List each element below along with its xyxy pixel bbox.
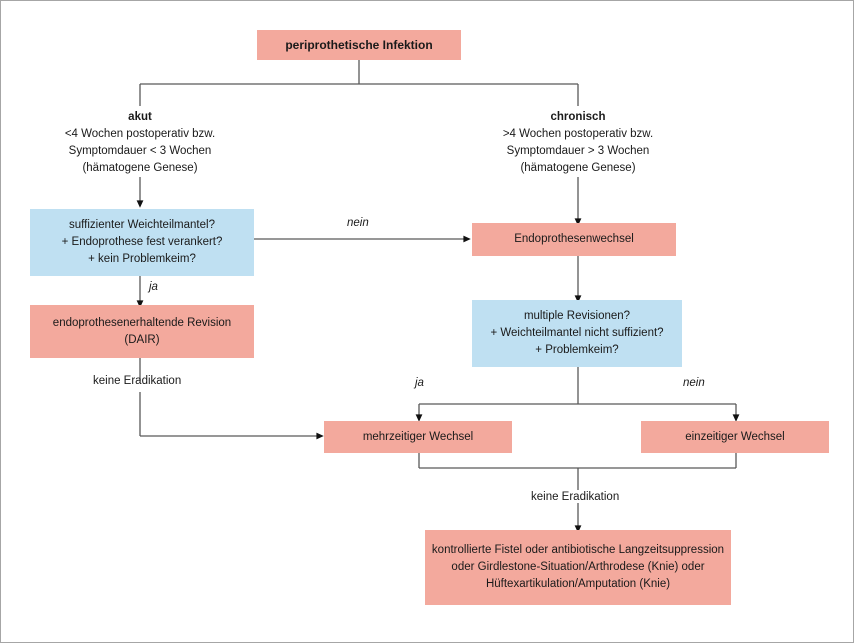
decision-right-line2: + Weichteilmantel nicht suffizient? [490, 327, 664, 339]
edge-label-no-eradication-left: keine Eradikation [93, 375, 182, 387]
node-multi-stage-exchange: mehrzeitiger Wechsel [324, 421, 512, 453]
node-periprosthetic-infection: periprothetische Infektion [257, 30, 461, 60]
node-acute-line3: (hämatogene Genese) [82, 162, 198, 174]
node-label: mehrzeitiger Wechsel [362, 430, 474, 443]
edge-label-ja-to-multistage: ja [415, 377, 424, 389]
node-label: einzeitiger Wechsel [685, 430, 785, 443]
salvage-line3: Hüftexartikulation/Amputation (Knie) [485, 578, 671, 590]
node-chronic: chronisch >4 Wochen postoperativ bzw. Sy… [478, 109, 678, 177]
edge-label-ja-to-dair: ja [149, 281, 158, 293]
salvage-line2: oder Girdlestone-Situation/Arthrodese (K… [451, 561, 705, 573]
edge-label-no-eradication-bottom: keine Eradikation [531, 491, 620, 503]
node-acute: akut <4 Wochen postoperativ bzw. Symptom… [40, 109, 240, 177]
node-chronic-title: chronisch [550, 111, 606, 123]
node-acute-line1: <4 Wochen postoperativ bzw. [64, 128, 216, 140]
node-label: periprothetische Infektion [285, 37, 433, 52]
node-dair: endoprothesenerhaltende Revision (DAIR) [30, 305, 254, 358]
node-decision-soft-tissue: suffizienter Weichteilmantel? + Endoprot… [30, 209, 254, 276]
node-chronic-line3: (hämatogene Genese) [520, 162, 636, 174]
decision-right-line1: multiple Revisionen? [523, 310, 631, 322]
edge-label-nein-to-exchange: nein [347, 217, 369, 229]
node-single-stage-exchange: einzeitiger Wechsel [641, 421, 829, 453]
node-chronic-line1: >4 Wochen postoperativ bzw. [502, 128, 654, 140]
node-chronic-line2: Symptomdauer > 3 Wochen [506, 145, 650, 157]
node-label: Endoprothesenwechsel [514, 233, 634, 245]
node-decision-multiple-revisions: multiple Revisionen? + Weichteilmantel n… [472, 300, 682, 367]
node-decision-multiple-revisions-text: multiple Revisionen? + Weichteilmantel n… [478, 308, 676, 359]
node-label: endoprothesenerhaltende Revision (DAIR) [52, 316, 232, 346]
node-decision-soft-tissue-text: suffizienter Weichteilmantel? + Endoprot… [36, 217, 248, 268]
salvage-line1: kontrollierte Fistel oder antibiotische … [431, 544, 725, 556]
decision-left-line1: suffizienter Weichteilmantel? [69, 219, 215, 231]
edge-label-nein-to-singlestage: nein [683, 377, 705, 389]
decision-right-line3: + Problemkeim? [535, 344, 619, 356]
node-salvage-options: kontrollierte Fistel oder antibiotische … [425, 530, 731, 605]
node-acute-line2: Symptomdauer < 3 Wochen [68, 145, 212, 157]
decision-left-line3: + kein Problemkeim? [88, 253, 196, 265]
node-prosthesis-exchange: Endoprothesenwechsel [472, 223, 676, 256]
node-acute-title: akut [128, 111, 152, 123]
node-salvage-options-text: kontrollierte Fistel oder antibiotische … [431, 542, 725, 593]
decision-left-line2: + Endoprothese fest verankert? [61, 236, 223, 248]
